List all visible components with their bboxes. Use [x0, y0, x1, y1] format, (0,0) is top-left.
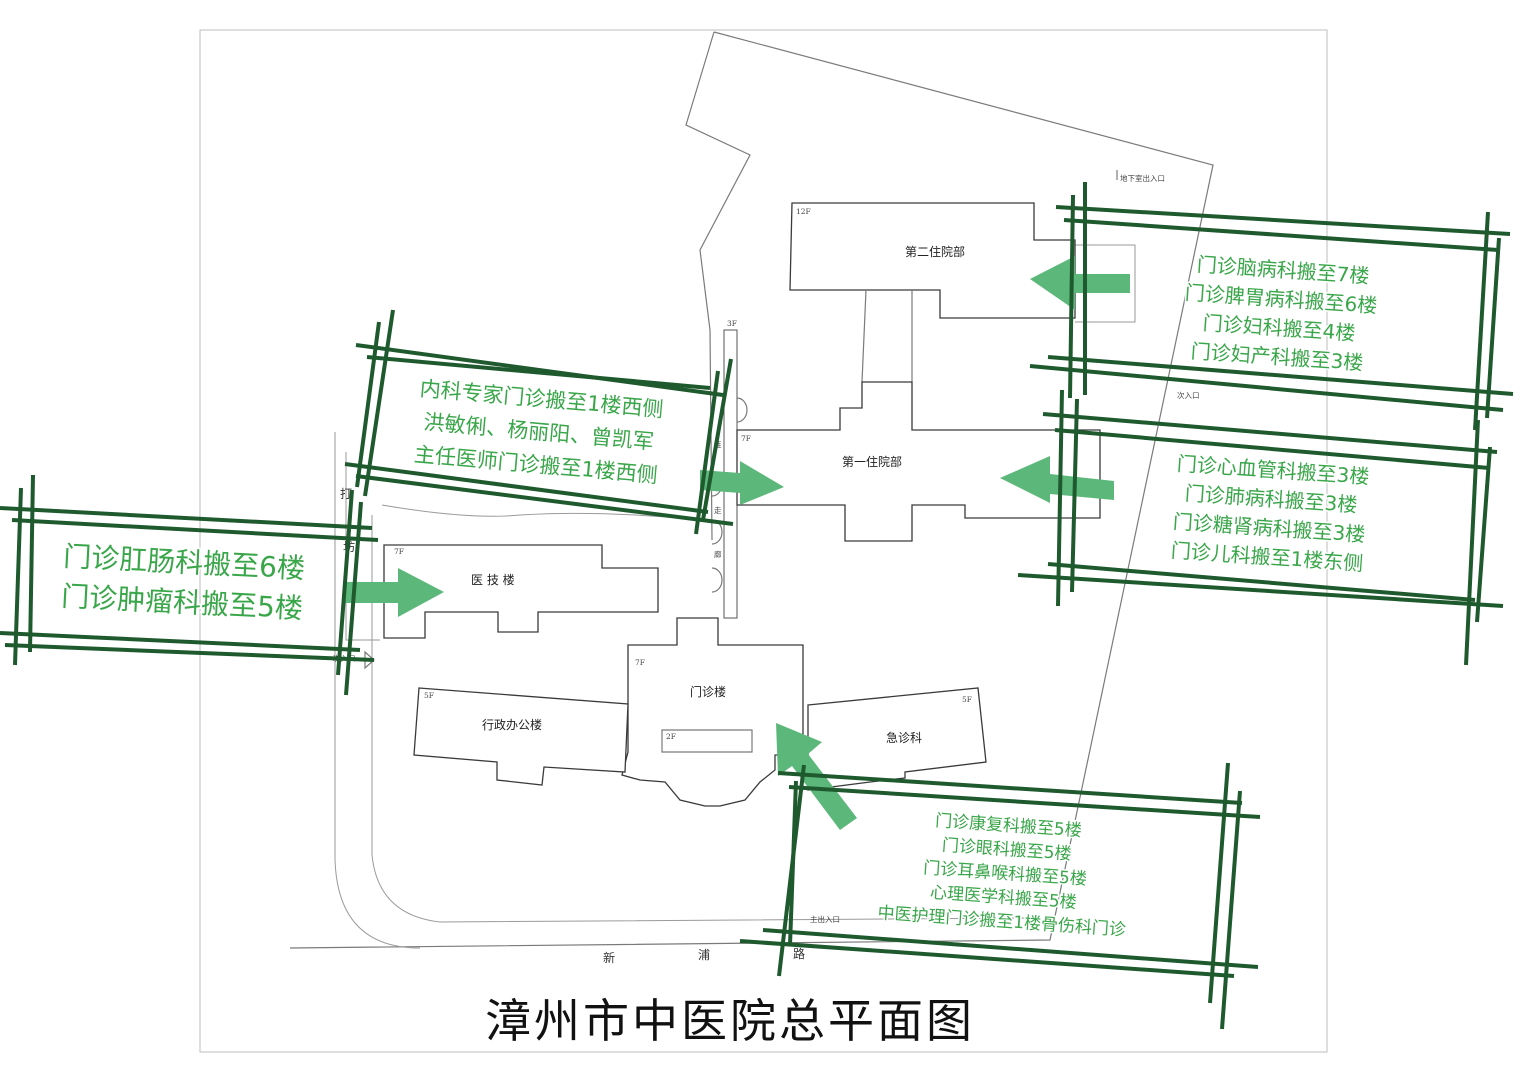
ward1-label: 第一住院部	[842, 454, 902, 469]
arrow-to-ward2-icon	[1030, 256, 1130, 310]
note-east-top: 门诊脑病科搬至7楼 门诊脾胃病科搬至6楼 门诊妇科搬至4楼 门诊妇产科搬至3楼	[1183, 251, 1380, 377]
note-east-mid: 门诊心血管科搬至3楼 门诊肺病科搬至3楼 门诊糖肾病科搬至3楼 门诊儿科搬至1楼…	[1169, 450, 1372, 577]
note-frame-east-mid	[1017, 389, 1504, 666]
site-boundary	[289, 31, 1214, 949]
tech-label: 医 技 楼	[471, 572, 515, 587]
note-south: 门诊康复科搬至5楼 门诊眼科搬至5楼 门诊耳鼻喉科搬至5楼 心理医学科搬至5楼 …	[875, 810, 1128, 943]
note-west: 门诊肛肠科搬至6楼 门诊肿瘤科搬至5楼	[59, 538, 307, 627]
road-south-char-1: 新	[603, 950, 615, 965]
sheet-border	[199, 29, 1328, 1053]
ward1-floor-mark: 7F	[741, 434, 751, 443]
note-frame-south	[739, 762, 1261, 1030]
corridor-char-3: 廊	[714, 549, 722, 559]
emergency-floor-mark: 5F	[962, 695, 972, 704]
arrow-to-tech-icon	[345, 568, 444, 617]
map-title: 漳州市中医院总平面图	[485, 994, 975, 1048]
tech-floor-mark: 7F	[394, 547, 404, 556]
ward2-building	[789, 202, 1076, 319]
note-frame-east-top	[1029, 182, 1514, 431]
outpatient-building	[621, 617, 804, 807]
note-frame-west	[0, 474, 379, 696]
ward2-label: 第二住院部	[905, 244, 965, 259]
road-south-char-2: 浦	[698, 948, 710, 962]
ward2-floor-mark: 12F	[796, 207, 811, 216]
outpatient-label: 门诊楼	[690, 684, 726, 699]
note-south-line-5: 中医护理门诊搬至1楼骨伤科门诊	[877, 903, 1127, 940]
corridor-floor-mark: 3F	[727, 319, 737, 328]
outpatient-low-floor-mark: 2F	[666, 732, 676, 741]
outpatient-floor-mark: 7F	[635, 658, 645, 667]
main-entrance-label: 主出入口	[810, 914, 840, 924]
note-east-top-line-3: 门诊妇科搬至4楼	[1202, 311, 1356, 346]
emergency-label: 急诊科	[886, 730, 922, 745]
corridor-char-2: 走	[714, 506, 722, 515]
note-west-line-1: 门诊肛肠科搬至6楼	[63, 540, 306, 586]
note-west-line-2: 门诊肿瘤科搬至5楼	[60, 580, 303, 626]
arrow-to-ward1-east-icon	[1000, 456, 1114, 503]
road-south-char-3: 路	[793, 946, 805, 961]
ward1-building	[736, 381, 1101, 542]
admin-label: 行政办公楼	[482, 717, 542, 732]
road-west-char-1: 打	[340, 487, 352, 501]
admin-building	[413, 687, 629, 786]
arrow-to-ward1-west-icon	[700, 461, 784, 505]
note-frame-center-left	[344, 309, 734, 535]
admin-floor-mark: 5F	[424, 691, 434, 700]
tech-building	[383, 544, 659, 639]
note-center-left: 内科专家门诊搬至1楼西侧 洪敏俐、杨丽阳、曾凯军 主任医师门诊搬至1楼西侧	[412, 375, 666, 489]
basement-entrance-label: 地下室出入口	[1120, 173, 1165, 183]
east-secondary-entrance-label: 次入口	[1177, 390, 1200, 400]
